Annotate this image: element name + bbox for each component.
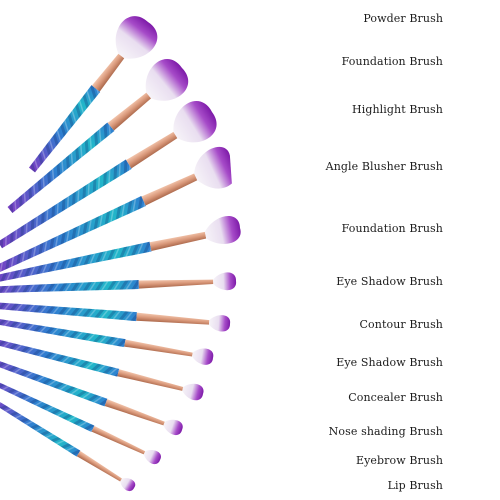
brush-handle-twist [0, 280, 139, 294]
brush-bristles [208, 315, 231, 332]
brush-3 [0, 146, 232, 274]
brush-ferrule [149, 231, 207, 252]
brush-ferrule [124, 339, 193, 357]
brush-10 [0, 377, 161, 465]
brush-handle-twist [0, 301, 137, 322]
brush-ferrule [141, 173, 198, 206]
brush-handle-twist [0, 159, 132, 249]
brush-handle-twist [0, 337, 120, 377]
brush-handle-twist [0, 397, 81, 457]
brush-4 [0, 215, 241, 284]
brush-ferrule [138, 279, 214, 289]
brush-ferrule [117, 369, 184, 391]
brush-handle-twist [28, 85, 101, 173]
brush-ferrule [136, 312, 210, 325]
brush-handle-twist [0, 377, 95, 432]
brush-8 [0, 337, 204, 401]
brush-2 [0, 101, 217, 249]
brush-9 [0, 357, 183, 436]
brush-bristles [115, 16, 158, 59]
brush-1 [7, 59, 189, 213]
brush-bristles [143, 450, 161, 465]
brush-bristles [145, 59, 189, 101]
brush-ferrule [104, 399, 165, 426]
brush-handle-twist [0, 357, 108, 407]
brush-ferrule [76, 450, 122, 482]
brush-0 [28, 16, 158, 173]
brush-bristles [182, 383, 204, 401]
brush-bristles [194, 146, 232, 189]
brush-bristles [192, 348, 214, 365]
brush-11 [0, 397, 136, 492]
brush-5 [0, 272, 237, 294]
brush-6 [0, 301, 231, 332]
brush-ferrule [107, 92, 152, 131]
brush-handle-twist [0, 317, 126, 348]
brush-bristles [173, 101, 217, 143]
brush-ferrule [91, 425, 146, 455]
brush-handle-twist [0, 196, 146, 274]
brush-bristles [120, 478, 136, 492]
brush-handle-twist [0, 241, 152, 284]
brush-ferrule [126, 131, 178, 169]
brush-bristles [163, 419, 183, 436]
brush-bristles [213, 272, 237, 291]
brush-7 [0, 317, 214, 365]
brush-ferrule [91, 53, 125, 92]
brush-bristles [204, 215, 241, 244]
brush-handle-twist [7, 122, 115, 213]
